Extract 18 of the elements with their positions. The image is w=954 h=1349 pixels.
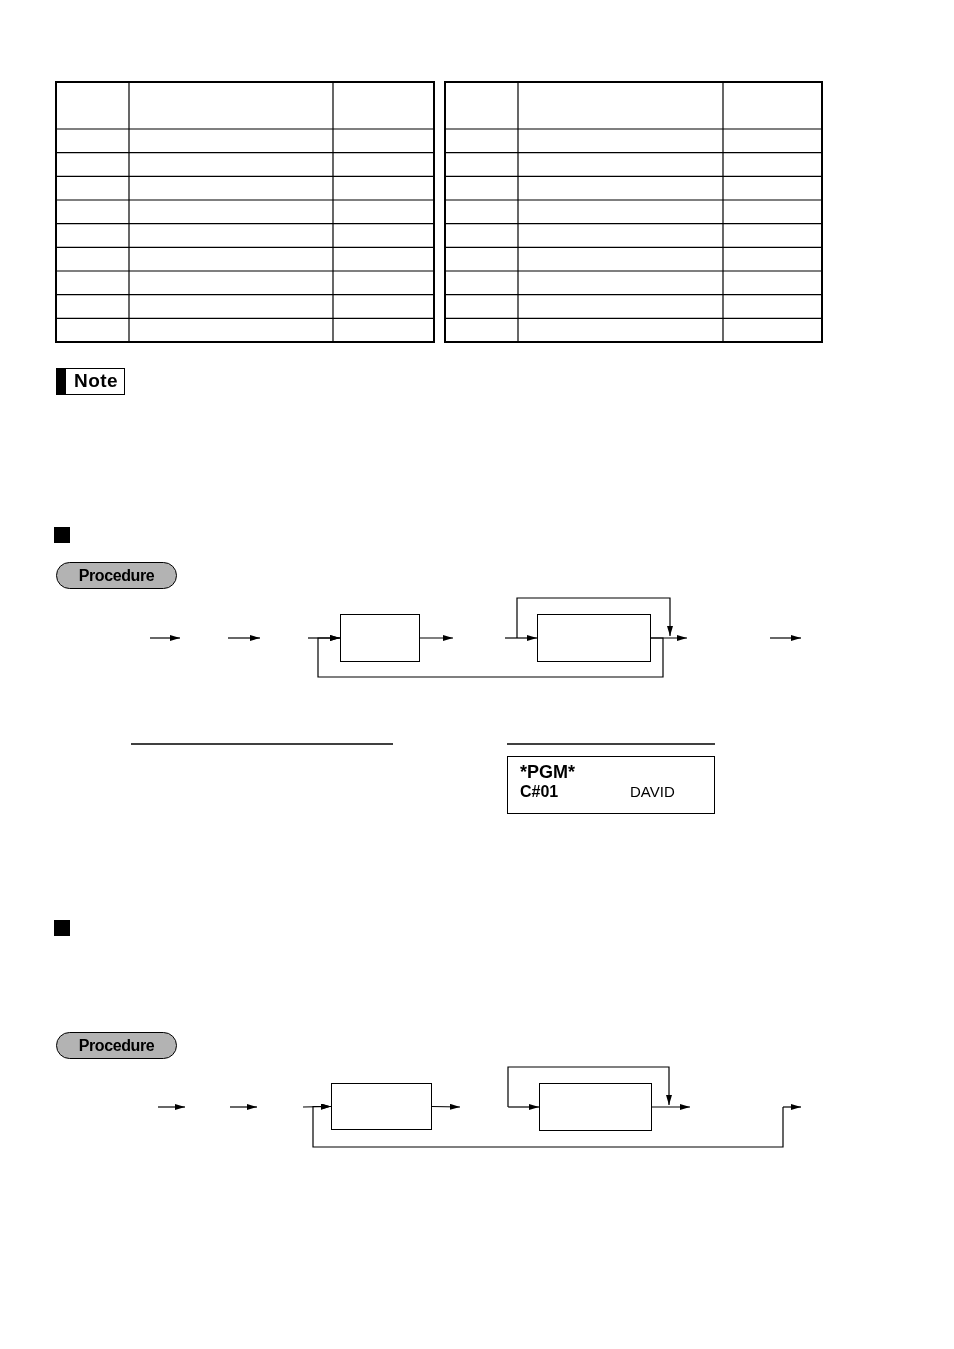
process-box	[539, 1083, 652, 1131]
display-text: C#01	[520, 782, 560, 801]
display-text: DAVID	[630, 782, 676, 801]
display-text: *PGM*	[520, 763, 576, 782]
arrow	[507, 1104, 540, 1110]
process-box	[537, 614, 651, 662]
display-panel	[507, 756, 715, 814]
arrow	[651, 1104, 691, 1110]
procedure-badge: Procedure	[56, 1032, 177, 1059]
arrow	[431, 1103, 461, 1110]
process-box	[340, 614, 420, 662]
arrow	[419, 635, 454, 641]
procedure-badge: Procedure	[56, 562, 177, 589]
arrow	[504, 635, 538, 641]
process-box	[331, 1083, 432, 1130]
note-badge: Note	[56, 368, 126, 395]
arrow	[312, 1103, 784, 1148]
arrow	[317, 635, 664, 678]
